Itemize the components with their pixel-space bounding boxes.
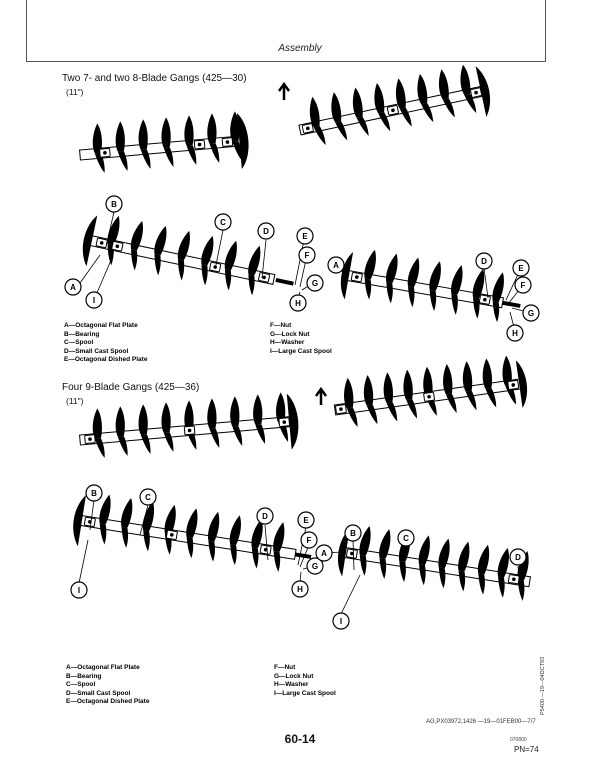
section2-size: (11") [66,396,84,406]
gang-1c [82,214,294,296]
frame-right-line [545,0,546,62]
svg-text:B: B [111,200,117,209]
svg-text:D: D [263,227,269,236]
figure-side-code: P5400 —19—04DCT93 [540,656,546,715]
svg-text:I: I [340,617,342,626]
section1-legend-left: A—Octagonal Flat Plate B—Bearing C—Spool… [64,322,148,363]
svg-text:E: E [518,264,524,273]
gang-2c [73,493,312,573]
gang-1b [298,63,490,147]
svg-text:B: B [350,529,356,538]
svg-text:C: C [403,534,409,543]
gang-1d [340,248,521,323]
arrow-up-icon [314,386,328,405]
svg-text:A: A [70,283,76,292]
page-number: 60-14 [284,732,316,746]
callout-circles [64,195,540,630]
svg-text:B: B [91,489,97,498]
svg-text:F: F [307,536,312,545]
leader-lines [78,211,532,615]
date-code: 070800 [510,737,527,743]
section1-legend-right: F—Nut G—Lock Nut H—Washer I—Large Cast S… [270,322,332,355]
svg-text:D: D [481,257,487,266]
figure-reference: AG,PX03972,1426 —19—01FEB00—7/7 [426,719,536,725]
gang-2b [333,355,528,429]
svg-text:H: H [295,299,301,308]
svg-text:G: G [312,279,318,288]
callout-letters: A B I C D E F G H A D E F G H B C I D E … [70,200,534,626]
svg-text:H: H [512,329,518,338]
section2-title: Four 9-Blade Gangs (425—36) [62,382,200,393]
section2-legend-left: A—Octagonal Flat Plate B—Bearing C—Spool… [66,664,150,705]
svg-text:A: A [333,261,339,270]
svg-text:E: E [303,516,309,525]
svg-text:G: G [528,309,534,318]
section2-legend-right: F—Nut G—Lock Nut H—Washer I—Large Cast S… [274,664,336,697]
svg-text:C: C [145,493,151,502]
svg-text:G: G [312,562,318,571]
arrow-up-icon [277,81,291,100]
page-header-title: Assembly [278,43,322,54]
gang-2d [337,524,532,601]
svg-text:I: I [93,296,95,305]
svg-text:D: D [515,553,521,562]
svg-text:F: F [521,281,526,290]
gang-1a [79,111,249,174]
svg-text:A: A [321,549,327,558]
svg-text:C: C [220,218,226,227]
header-rule [26,61,546,62]
section1-size: (11") [66,87,84,97]
frame-left-line [26,0,27,62]
pn-label: PN=74 [514,745,539,754]
svg-text:F: F [305,251,310,260]
svg-text:H: H [297,585,303,594]
gang-2a [79,392,299,459]
svg-text:I: I [78,586,80,595]
svg-text:E: E [302,232,308,241]
section1-title: Two 7- and two 8-Blade Gangs (425—30) [62,73,247,84]
svg-text:D: D [262,512,268,521]
